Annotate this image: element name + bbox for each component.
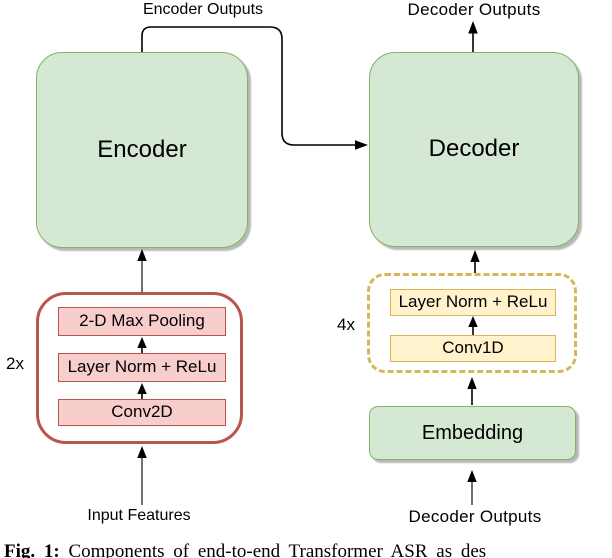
decoder-outputs-top-label: Decoder Outputs [407, 0, 541, 19]
layer-norm-relu-encoder-label: Layer Norm + ReLu [67, 357, 217, 377]
decoder-stack-multiplier-label: 4x [337, 315, 355, 334]
encoder-stack-to-encoder-arrow [137, 249, 147, 292]
figure-caption-text: Components of end-to-end Transformer ASR… [59, 541, 487, 558]
figure-caption: Fig. 1: Components of end-to-end Transfo… [4, 541, 612, 558]
conv1d-label: Conv1D [442, 338, 504, 358]
input-features-arrow [137, 446, 147, 505]
decoder-block: Decoder [369, 52, 579, 247]
encoder-conv-container [36, 292, 243, 444]
decoder-top-output-arrow [468, 21, 478, 52]
input-features-label: Input Features [87, 507, 191, 524]
embedding-to-stack-arrow [467, 377, 477, 405]
decoder-block-label: Decoder [428, 135, 520, 163]
layer-norm-relu-decoder-box: Layer Norm + ReLu [390, 289, 556, 316]
conv2d-label: Conv2D [111, 402, 173, 422]
decoder-outputs-bottom-label: Decoder Outputs [408, 507, 542, 526]
embedding-label: Embedding [421, 422, 524, 444]
encoder-stack-multiplier-label: 2x [6, 354, 24, 373]
encoder-block-label: Encoder [97, 135, 187, 163]
layer-norm-relu-encoder-box: Layer Norm + ReLu [58, 353, 226, 382]
decoder-stack-to-decoder-arrow [470, 250, 480, 273]
encoder-block: Encoder [36, 52, 248, 248]
conv1d-box: Conv1D [390, 335, 556, 362]
embedding-block: Embedding [369, 406, 576, 460]
encoder-outputs-top-label: Encoder Outputs [142, 1, 264, 18]
max-pooling-box: 2-D Max Pooling [58, 307, 226, 336]
decoder-conv-container [367, 273, 577, 373]
decoder-bottom-input-arrow [467, 470, 477, 505]
conv2d-box: Conv2D [58, 399, 226, 426]
figure-caption-tag: Fig. 1: [4, 541, 60, 558]
max-pooling-label: 2-D Max Pooling [79, 311, 205, 331]
layer-norm-relu-decoder-label: Layer Norm + ReLu [398, 292, 548, 312]
